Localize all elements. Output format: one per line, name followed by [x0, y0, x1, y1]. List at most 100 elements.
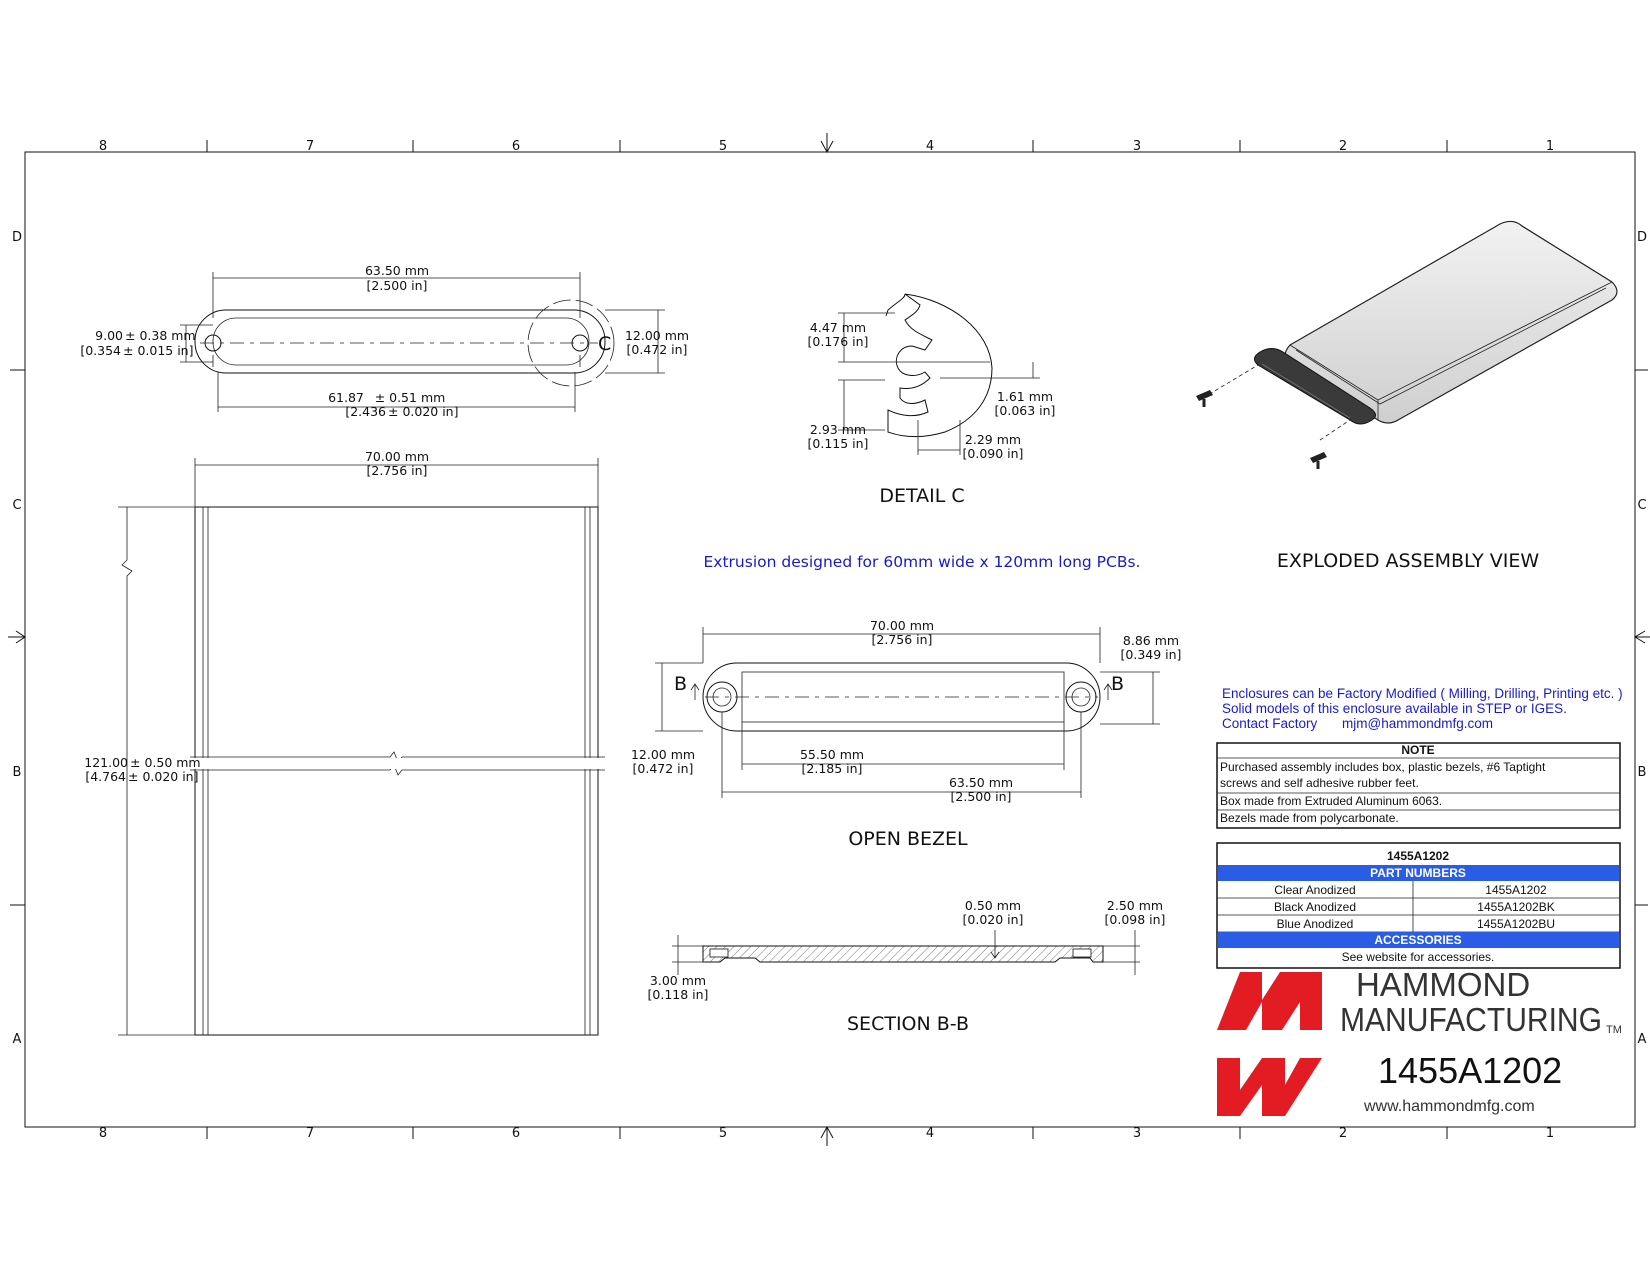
- row-label: A: [13, 1032, 22, 1047]
- finish-cell: Black Anodized: [1274, 900, 1356, 914]
- accessories-header: ACCESSORIES: [1374, 933, 1461, 947]
- dim-width-in: [2.500 in]: [367, 278, 428, 293]
- section-marker-right: B: [1111, 673, 1124, 695]
- col-label: 8: [99, 139, 107, 154]
- dim-detail-2-in: [0.063 in]: [995, 403, 1056, 418]
- col-label: 5: [719, 139, 727, 154]
- col-label: 3: [1133, 139, 1141, 154]
- part-table-header: PART NUMBERS: [1370, 866, 1466, 880]
- col-label: 2: [1339, 139, 1347, 154]
- factory-line-2: Solid models of this enclosure available…: [1222, 701, 1567, 716]
- part-cell: 1455A1202BU: [1477, 917, 1555, 931]
- dim-bezel-thick-in: [0.349 in]: [1121, 647, 1182, 662]
- factory-notes: Enclosures can be Factory Modified ( Mil…: [1222, 686, 1623, 731]
- dim-length-in: [4.764: [85, 769, 126, 784]
- dim-height-in-tol: ± 0.015 in]: [123, 343, 193, 358]
- dim-inner-in-tol: ± 0.020 in]: [388, 404, 458, 419]
- dim-inner-in: [2.436: [345, 404, 386, 419]
- dim-bezel-holes-in: [2.500 in]: [951, 789, 1012, 804]
- col-label: 8: [99, 1126, 107, 1141]
- dim-bezel-inner-in: [2.185 in]: [802, 761, 863, 776]
- brand-name-1: HAMMOND: [1356, 966, 1530, 1003]
- finish-cell: Blue Anodized: [1277, 917, 1354, 931]
- dim-bezel-holes-mm: 63.50 mm: [949, 775, 1013, 790]
- part-cell: 1455A1202: [1485, 883, 1547, 897]
- brand-name-2: MANUFACTURING: [1340, 1001, 1602, 1038]
- col-label: 4: [926, 139, 934, 154]
- note-row-3: Bezels made from polycarbonate.: [1220, 811, 1399, 825]
- note-row-1b: screws and self adhesive rubber feet.: [1220, 776, 1419, 790]
- dim-detail-3-mm: 2.93 mm: [810, 422, 866, 437]
- finish-cell: Clear Anodized: [1274, 883, 1355, 897]
- dim-length-in-tol: ± 0.020 in]: [128, 769, 198, 784]
- dim-bezel-width-in: [2.756 in]: [872, 632, 933, 647]
- factory-line-1: Enclosures can be Factory Modified ( Mil…: [1222, 686, 1623, 701]
- col-label: 4: [926, 1126, 934, 1141]
- column-labels-bottom: 8 7 6 5 4 3 2 1: [99, 1126, 1554, 1141]
- dim-width-mm: 63.50 mm: [365, 263, 429, 278]
- dim-bezel-width-mm: 70.00 mm: [870, 618, 934, 633]
- detail-c-marker: C: [598, 333, 611, 355]
- row-label: B: [1638, 765, 1647, 780]
- pcb-note: Extrusion designed for 60mm wide x 120mm…: [704, 553, 1141, 571]
- col-label: 6: [512, 1126, 520, 1141]
- dim-section-c-mm: 3.00 mm: [650, 973, 706, 988]
- dim-length-tol: ± 0.50 mm: [130, 755, 201, 770]
- dim-section-a-mm: 0.50 mm: [965, 898, 1021, 913]
- dim-section-c-in: [0.118 in]: [648, 987, 709, 1002]
- factory-contact-label: Contact Factory: [1222, 716, 1318, 731]
- exploded-title: EXPLODED ASSEMBLY VIEW: [1277, 550, 1540, 572]
- row-label: D: [1637, 230, 1647, 245]
- col-label: 7: [306, 1126, 314, 1141]
- col-label: 3: [1133, 1126, 1141, 1141]
- dim-detail-2-mm: 1.61 mm: [997, 389, 1053, 404]
- dim-inner-tol: ± 0.51 mm: [375, 390, 446, 405]
- note-row-1a: Purchased assembly includes box, plastic…: [1220, 760, 1546, 774]
- dim-front-width-mm: 70.00 mm: [365, 449, 429, 464]
- dim-height-mm: 9.00: [95, 328, 123, 343]
- open-bezel-view: B B 70.00 mm [2.756 in] 8.86 mm [0.349 i…: [631, 618, 1182, 850]
- dim-section-b-in: [0.098 in]: [1105, 912, 1166, 927]
- front-length-view: 70.00 mm [2.756 in] 121.00 ± 0.50 mm [4.…: [84, 449, 605, 1036]
- part-table-title: 1455A1202: [1387, 849, 1449, 863]
- dim-detail-4-mm: 2.29 mm: [965, 432, 1021, 447]
- dim-detail-4-in: [0.090 in]: [963, 446, 1024, 461]
- row-label: C: [12, 498, 21, 513]
- detail-c-title: DETAIL C: [879, 485, 964, 507]
- dim-detail-1-in: [0.176 in]: [808, 334, 869, 349]
- col-label: 2: [1339, 1126, 1347, 1141]
- top-profile-view: C 63.50 mm [2.500 in] 61.87 ± 0.51 mm [2…: [80, 263, 689, 419]
- dim-bezel-height-mm: 12.00 mm: [631, 747, 695, 762]
- section-bb-title: SECTION B-B: [847, 1013, 969, 1035]
- section-bb-view: 0.50 mm [0.020 in] 2.50 mm [0.098 in] 3.…: [648, 898, 1166, 1035]
- accessories-text: See website for accessories.: [1342, 950, 1495, 964]
- exploded-assembly-view: EXPLODED ASSEMBLY VIEW: [1196, 220, 1618, 572]
- sheet-border: [8, 133, 1650, 1146]
- row-label: A: [1638, 1032, 1647, 1047]
- note-header: NOTE: [1401, 743, 1434, 757]
- col-label: 5: [719, 1126, 727, 1141]
- col-label: 7: [306, 139, 314, 154]
- note-row-2: Box made from Extruded Aluminum 6063.: [1220, 794, 1442, 808]
- dim-bezel-thick-mm: 8.86 mm: [1123, 633, 1179, 648]
- dim-detail-3-in: [0.115 in]: [808, 436, 869, 451]
- brand-part-number: 1455A1202: [1378, 1050, 1562, 1091]
- col-label: 1: [1546, 139, 1554, 154]
- dim-section-b-mm: 2.50 mm: [1107, 898, 1163, 913]
- column-labels-top: 8 7 6 5 4 3 2 1: [99, 139, 1554, 154]
- dim-length-mm: 121.00: [84, 755, 128, 770]
- note-table: NOTE Purchased assembly includes box, pl…: [1216, 742, 1621, 829]
- brand-text: HAMMOND MANUFACTURING TM 1455A1202 www.h…: [1340, 966, 1622, 1115]
- detail-c-view: DETAIL C 4.47 mm [0.176 in] 1.61 mm [0.0…: [808, 293, 1056, 507]
- col-label: 6: [512, 139, 520, 154]
- hammond-logo: [1217, 972, 1322, 1116]
- section-marker-left: B: [674, 673, 687, 695]
- dim-inner-mm: 61.87: [328, 390, 364, 405]
- dim-bezel-height-in: [0.472 in]: [633, 761, 694, 776]
- brand-tm: TM: [1606, 1024, 1622, 1036]
- row-label: D: [12, 230, 22, 245]
- dim-side-in: [0.472 in]: [627, 342, 688, 357]
- dim-bezel-inner-mm: 55.50 mm: [800, 747, 864, 762]
- dim-front-width-in: [2.756 in]: [367, 463, 428, 478]
